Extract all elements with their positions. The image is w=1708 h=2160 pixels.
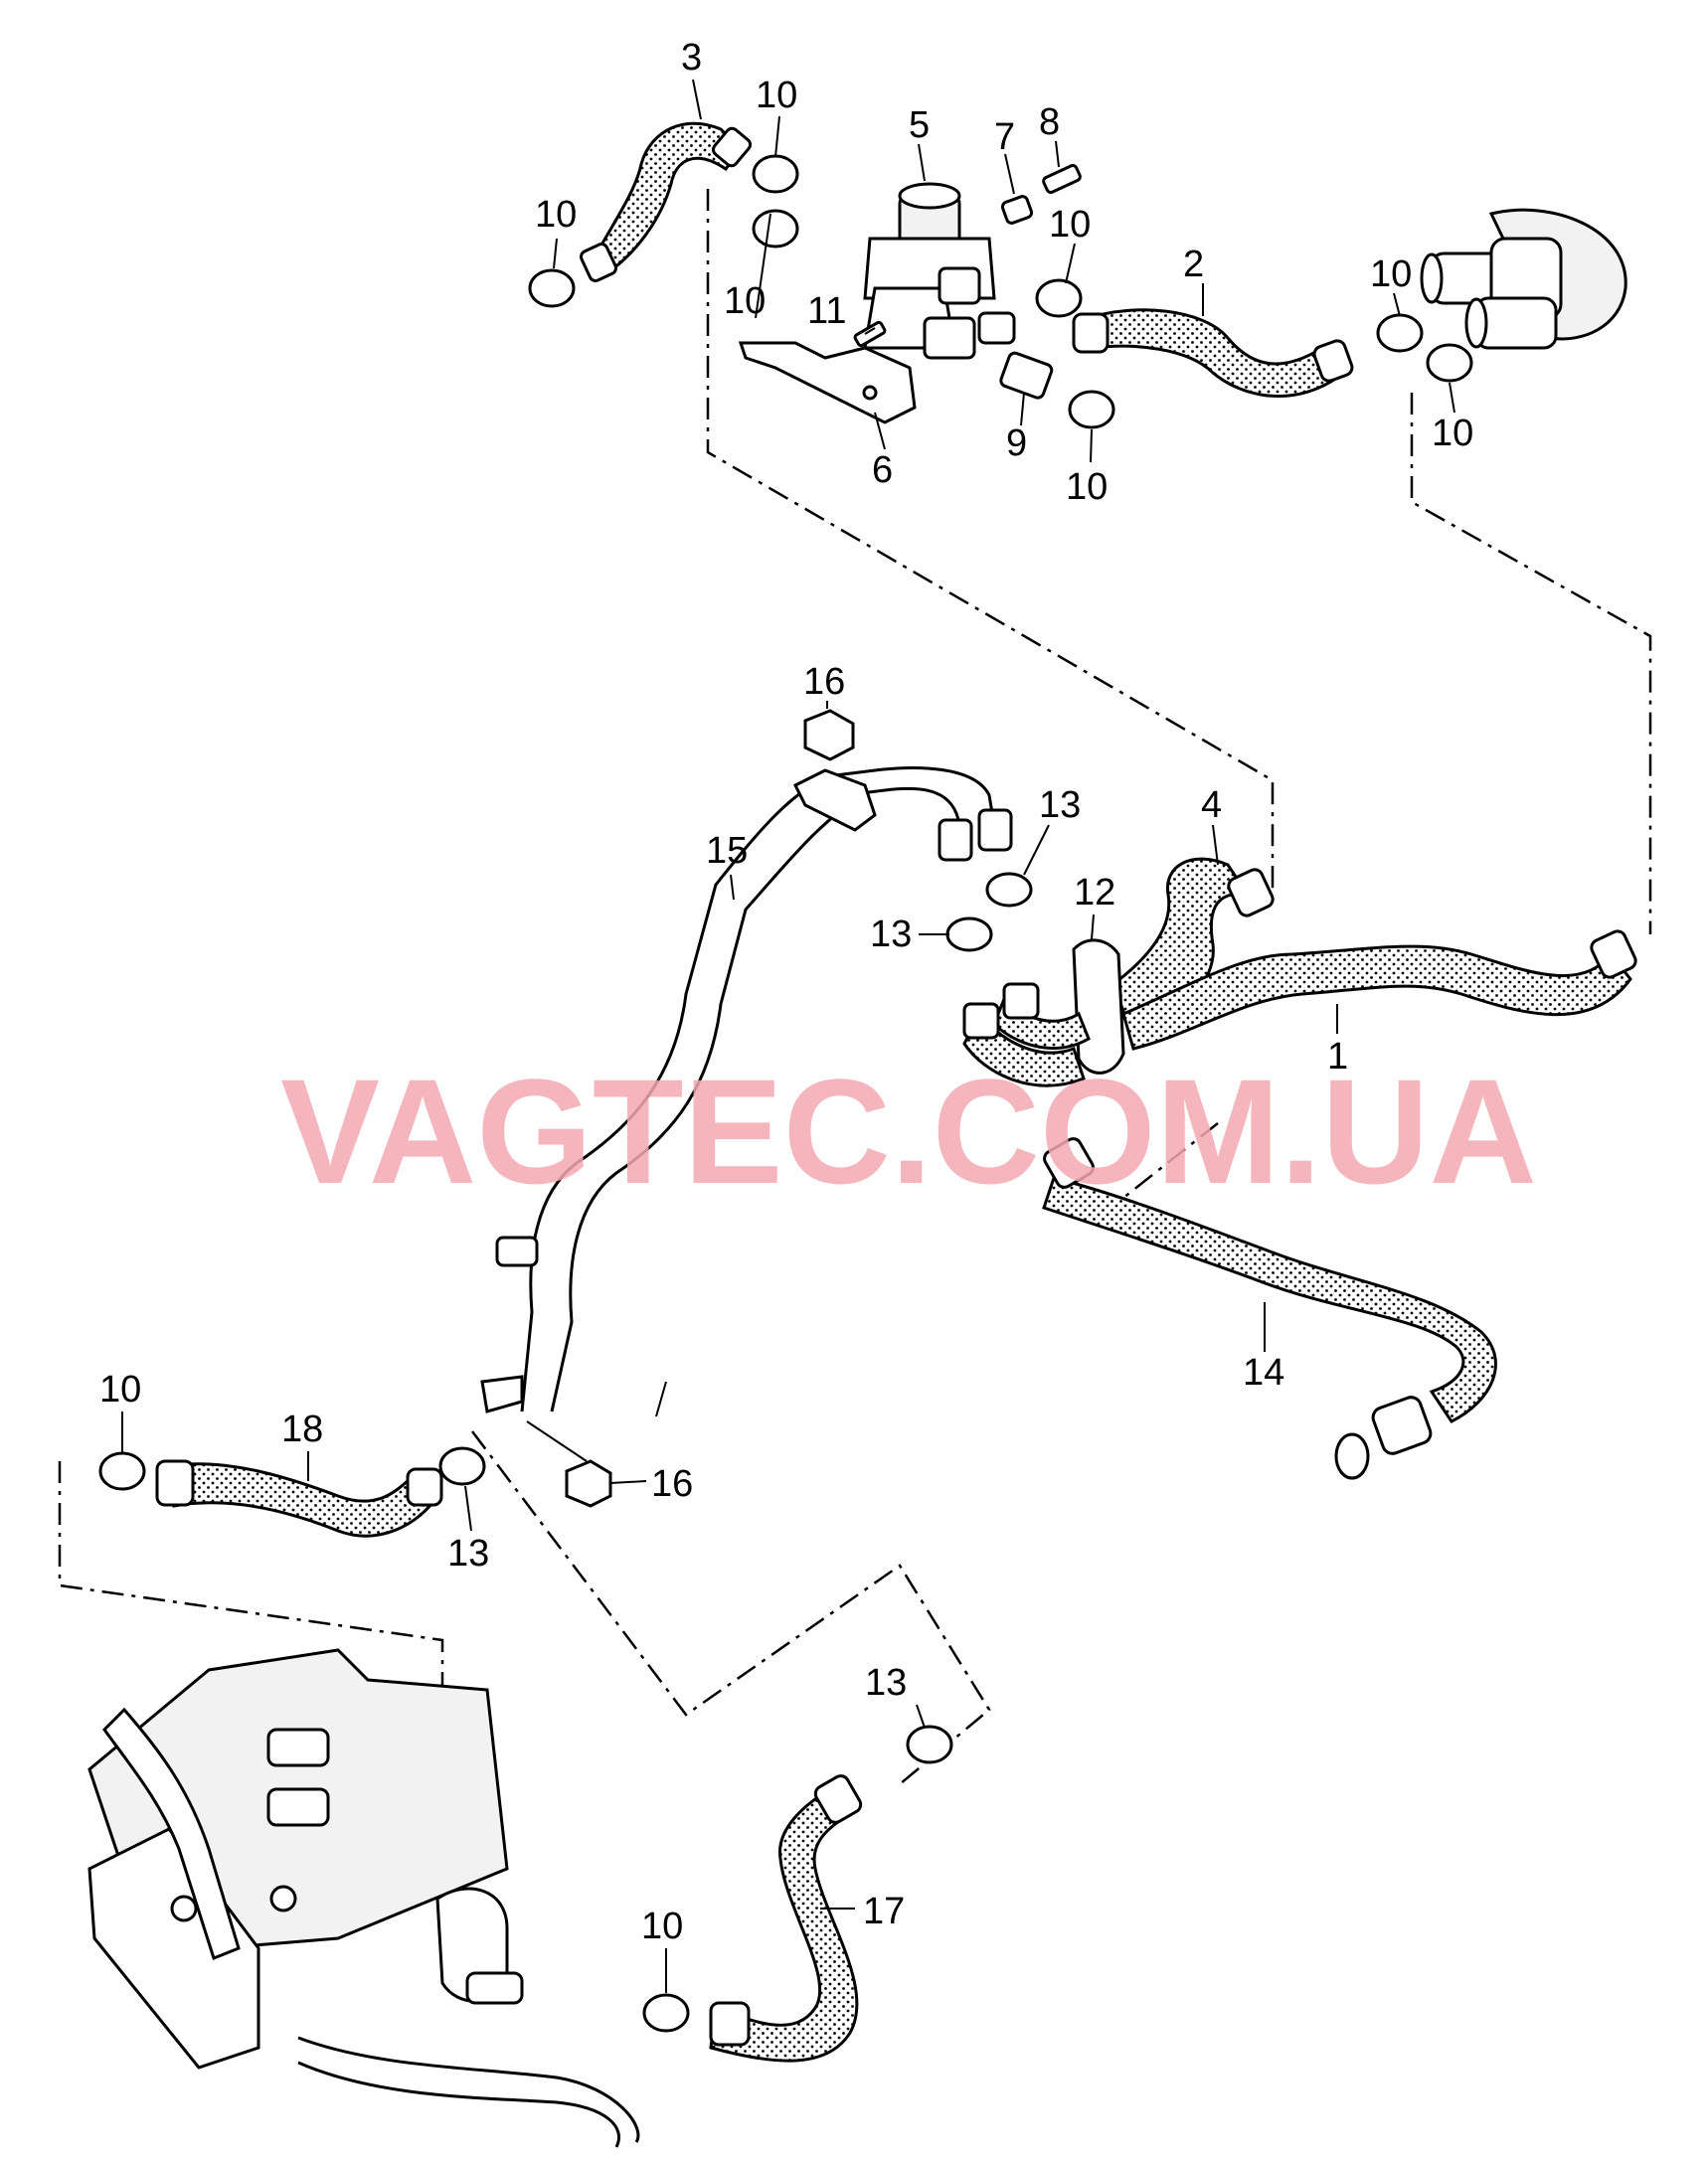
hose-17 — [642, 1774, 863, 2063]
callout-2: 2 — [1183, 244, 1204, 285]
callout-9: 9 — [1006, 422, 1027, 464]
callout-16-b: 16 — [651, 1463, 693, 1505]
hose-3 — [580, 121, 753, 282]
callout-13-a: 13 — [1039, 784, 1081, 826]
callout-labels: 3 10 5 7 8 10 2 10 10 10 11 6 9 10 10 16… — [99, 37, 1473, 1947]
callout-10-e: 10 — [724, 280, 766, 322]
callout-5: 5 — [909, 104, 930, 146]
callout-15: 15 — [706, 830, 748, 872]
callout-3: 3 — [681, 37, 702, 79]
callout-6: 6 — [872, 449, 893, 491]
callout-4: 4 — [1201, 784, 1222, 826]
callout-13-c: 13 — [447, 1533, 489, 1575]
callout-13-d: 13 — [865, 1662, 907, 1704]
clamp-13-set — [438, 872, 1033, 1764]
callout-10-f: 10 — [1066, 466, 1108, 508]
heater-unit — [87, 1648, 640, 2148]
callout-18: 18 — [281, 1409, 323, 1450]
watermark: VAGTEC.COM.UA — [280, 1048, 1537, 1215]
callout-14: 14 — [1243, 1352, 1284, 1394]
hose-18 — [98, 1451, 443, 1538]
callout-10-g: 10 — [1432, 413, 1473, 454]
bracket-6 — [738, 341, 917, 424]
callout-10-i: 10 — [641, 1906, 683, 1947]
callout-12: 12 — [1074, 872, 1115, 914]
hose-2 — [1072, 308, 1354, 398]
callout-10-a: 10 — [756, 75, 797, 116]
callout-10-c: 10 — [1370, 253, 1412, 295]
callout-7: 7 — [994, 116, 1015, 158]
callout-1: 1 — [1327, 1036, 1348, 1078]
clamp-10-set-top — [528, 154, 1473, 429]
hose-1-and-4 — [962, 857, 1637, 1087]
callout-13-b: 13 — [870, 914, 912, 955]
connection-lines — [58, 189, 1652, 1804]
callout-11: 11 — [807, 290, 846, 332]
callout-10-b: 10 — [1049, 204, 1091, 246]
leader-lines — [121, 79, 1455, 1993]
pipe-15 — [480, 766, 1013, 1413]
nut-16-set — [565, 709, 855, 1508]
hose-14 — [1042, 1137, 1497, 1480]
callout-17: 17 — [863, 1891, 905, 1932]
bulkhead-connector — [1420, 208, 1627, 350]
small-parts — [853, 163, 1082, 400]
callout-10-d: 10 — [535, 194, 577, 236]
valve-5 — [863, 182, 1016, 360]
callout-16-a: 16 — [803, 661, 845, 703]
callout-10-h: 10 — [99, 1369, 141, 1411]
callout-8: 8 — [1039, 101, 1060, 143]
